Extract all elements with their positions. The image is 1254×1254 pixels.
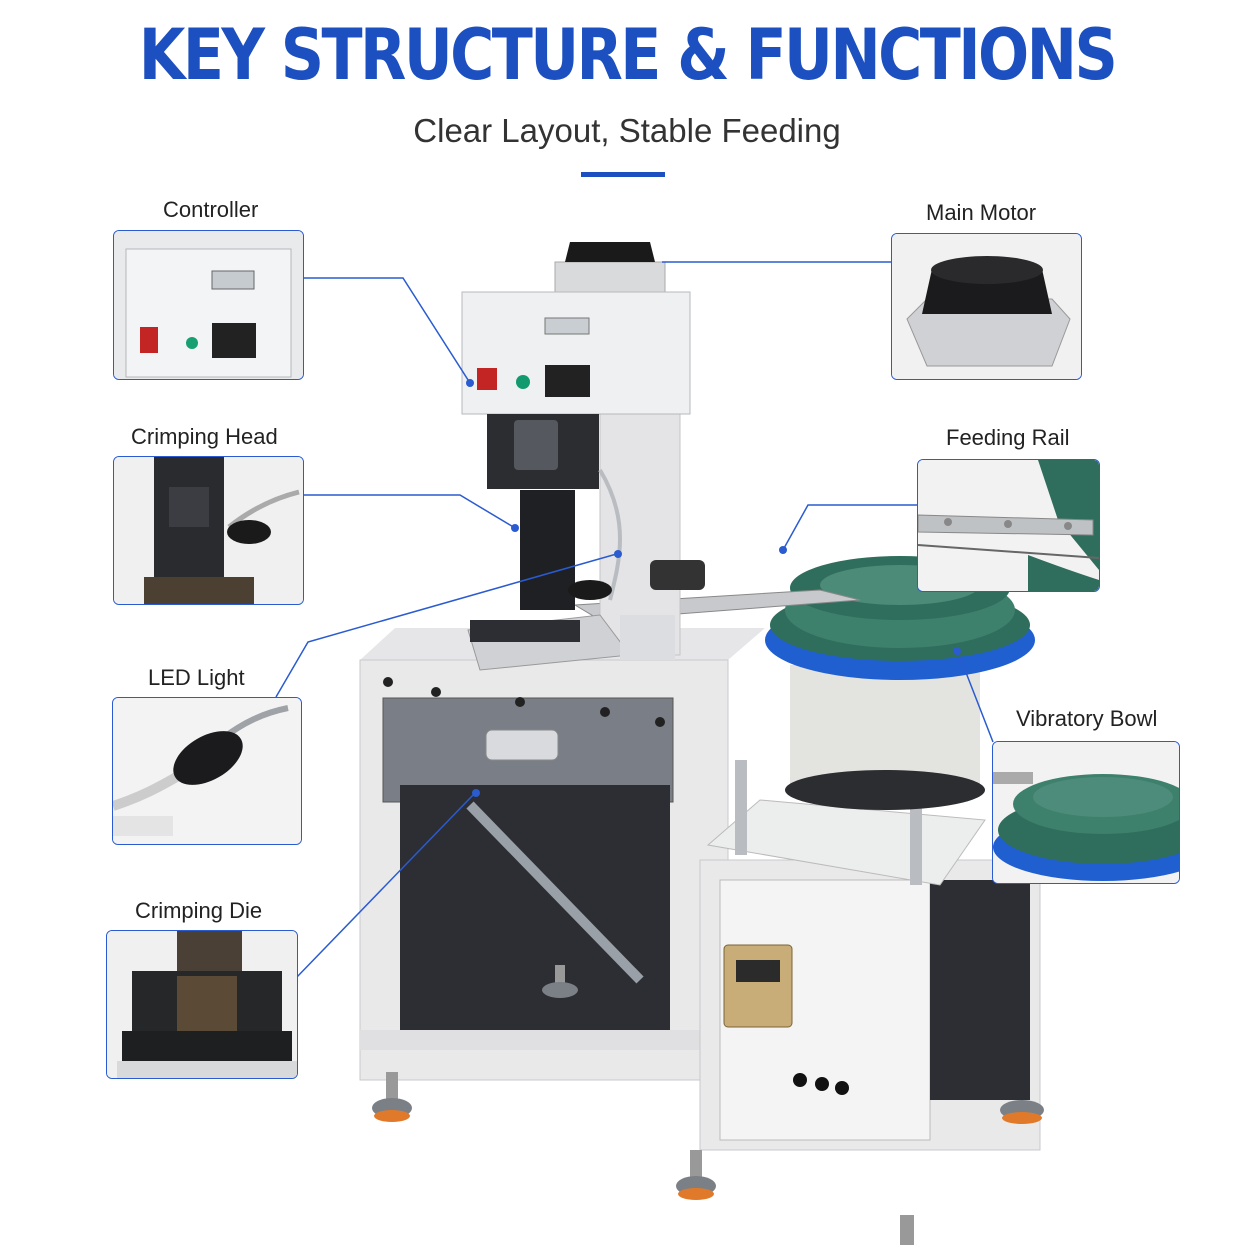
inset-crimping-die <box>106 930 298 1079</box>
leader-dots <box>466 379 961 797</box>
crimping-head-closeup <box>114 457 303 604</box>
inset-main-motor <box>891 233 1082 380</box>
label-crimping-head: Crimping Head <box>131 424 278 449</box>
controller-closeup <box>114 231 303 379</box>
page-subtitle: Clear Layout, Stable Feeding <box>413 112 841 149</box>
inset-vibratory-bowl <box>992 741 1180 884</box>
label-controller: Controller <box>163 197 259 222</box>
cabinet <box>359 628 765 1122</box>
label-vibratory-bowl: Vibratory Bowl <box>1016 706 1158 731</box>
inset-feeding-rail <box>917 459 1100 592</box>
side-cabinet <box>676 859 1044 1245</box>
inset-led-light <box>112 697 302 845</box>
label-led-light: LED Light <box>148 665 245 690</box>
title-underline <box>581 172 665 177</box>
page-title: KEY STRUCTURE & FUNCTIONS <box>138 14 1118 96</box>
inset-controller <box>113 230 304 380</box>
led-light-closeup <box>113 698 301 844</box>
inset-crimping-head <box>113 456 304 605</box>
main-motor-closeup <box>892 234 1081 379</box>
press-column <box>461 242 705 671</box>
vibratory-bowl-closeup <box>993 742 1179 883</box>
feeding-rail-closeup <box>918 460 1099 591</box>
label-crimping-die: Crimping Die <box>135 898 263 923</box>
label-feeding-rail: Feeding Rail <box>946 425 1070 450</box>
leader-lines <box>275 261 994 979</box>
label-main-motor: Main Motor <box>926 200 1037 225</box>
crimping-die-closeup <box>107 931 297 1078</box>
